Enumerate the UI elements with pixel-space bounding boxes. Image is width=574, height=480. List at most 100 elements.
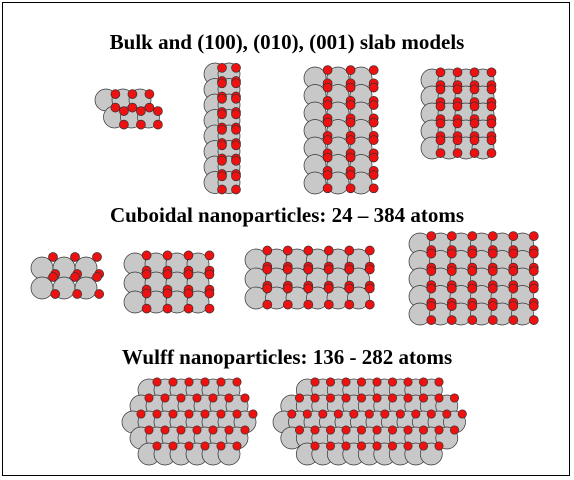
oxygen-atom <box>224 393 234 403</box>
wulff-282-atoms <box>272 377 467 466</box>
oxygen-atom <box>248 409 258 419</box>
oxygen-atom <box>48 252 58 262</box>
oxygen-atom <box>452 101 463 112</box>
oxygen-atom <box>216 377 226 387</box>
oxygen-atom <box>200 441 210 451</box>
oxygen-atom <box>152 377 162 387</box>
oxygen-atom <box>323 245 334 256</box>
oxygen-atom <box>487 315 498 325</box>
metal-atom <box>303 171 327 195</box>
oxygen-atom <box>153 119 163 130</box>
oxygen-atom <box>302 409 312 419</box>
oxygen-atom <box>435 84 446 95</box>
oxygen-atom <box>452 67 463 78</box>
oxygen-atom <box>364 264 375 275</box>
slab-001-model <box>420 67 497 160</box>
oxygen-atom <box>403 377 413 387</box>
oxygen-atom <box>486 84 497 95</box>
oxygen-atom <box>344 283 355 294</box>
oxygen-atom <box>403 393 413 403</box>
oxygen-atom <box>364 245 375 256</box>
oxygen-atom <box>224 425 234 435</box>
oxygen-atom <box>469 135 480 146</box>
oxygen-atom <box>435 101 446 112</box>
oxygen-atom <box>152 441 162 451</box>
oxygen-atom <box>345 65 356 75</box>
oxygen-atom <box>176 393 186 403</box>
oxygen-atom <box>153 106 163 116</box>
oxygen-atom <box>231 109 241 120</box>
oxygen-atom <box>310 377 320 387</box>
oxygen-atom <box>469 84 480 95</box>
wulff-136-atoms <box>121 377 258 466</box>
oxygen-atom <box>418 425 429 435</box>
oxygen-atom <box>141 269 152 280</box>
oxygen-atom <box>528 248 539 259</box>
oxygen-atom <box>262 283 273 294</box>
oxygen-atom <box>231 171 241 182</box>
oxygen-atom <box>231 93 241 104</box>
oxygen-atom <box>152 409 162 419</box>
oxygen-atom <box>92 272 102 282</box>
oxygen-atom <box>318 409 328 419</box>
oxygen-atom <box>127 89 138 99</box>
oxygen-atom <box>368 65 379 75</box>
oxygen-atom <box>469 67 480 78</box>
oxygen-atom <box>372 377 382 387</box>
oxygen-atom <box>345 183 356 194</box>
oxygen-atom <box>364 409 374 419</box>
oxygen-atom <box>168 377 178 387</box>
oxygen-atom <box>387 377 398 387</box>
oxygen-atom <box>508 231 519 241</box>
oxygen-atom <box>446 301 457 311</box>
oxygen-atom <box>487 301 498 311</box>
oxygen-atom <box>403 441 413 451</box>
oxygen-atom <box>310 393 320 403</box>
oxygen-atom <box>434 393 444 403</box>
oxygen-atom <box>303 299 314 310</box>
oxygen-atom <box>446 231 457 241</box>
oxygen-atom <box>449 393 460 403</box>
oxygen-atom <box>322 183 333 194</box>
oxygen-atom <box>323 264 334 275</box>
oxygen-atom <box>487 283 498 294</box>
oxygen-atom <box>144 102 155 113</box>
oxygen-atom <box>418 393 429 403</box>
oxygen-atom <box>231 155 241 166</box>
cuboid-medium-2 <box>244 245 375 310</box>
oxygen-atom <box>70 252 80 262</box>
oxygen-atom <box>204 269 215 280</box>
oxygen-atom <box>487 231 498 241</box>
oxygen-atom <box>434 441 444 451</box>
oxygen-atom <box>387 441 398 451</box>
oxygen-atom <box>322 82 333 93</box>
oxygen-atom <box>325 377 336 387</box>
oxygen-atom <box>208 393 218 403</box>
oxygen-atom <box>322 117 333 128</box>
oxygen-atom <box>303 245 314 256</box>
oxygen-atom <box>508 301 519 311</box>
oxygen-atom <box>92 252 102 262</box>
oxygen-atom <box>508 283 519 294</box>
oxygen-atom <box>449 425 460 435</box>
oxygen-atom <box>508 266 519 276</box>
oxygen-atom <box>435 118 446 129</box>
oxygen-atom <box>528 266 539 276</box>
oxygen-atom <box>368 82 379 93</box>
oxygen-atom <box>231 140 241 151</box>
oxygen-atom <box>467 248 478 259</box>
oxygen-atom <box>345 170 356 180</box>
oxygen-atom <box>322 100 333 110</box>
oxygen-atom <box>141 250 152 261</box>
oxygen-atom <box>217 93 227 104</box>
oxygen-atom <box>528 231 539 241</box>
oxygen-atom <box>216 441 226 451</box>
oxygen-atom <box>144 89 155 99</box>
metal-atom <box>349 171 373 195</box>
oxygen-atom <box>368 170 379 180</box>
oxygen-atom <box>356 441 367 451</box>
oxygen-atom <box>322 170 333 180</box>
oxygen-atom <box>231 62 241 73</box>
oxygen-atom <box>325 393 336 403</box>
oxygen-atom <box>322 152 333 163</box>
